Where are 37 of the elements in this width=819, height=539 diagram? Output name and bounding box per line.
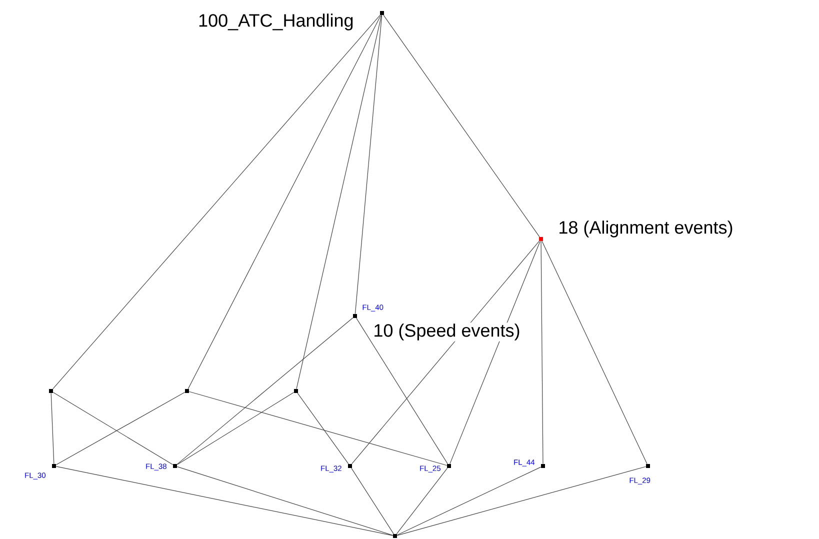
lattice-point (52, 464, 56, 468)
connector-line (354, 14, 382, 314)
connector-line (383, 14, 540, 238)
lattice-point (447, 464, 451, 468)
event-count-label: 10 (Speed events) (372, 322, 522, 342)
lattice-point (646, 464, 650, 468)
lattice-point (348, 464, 352, 468)
connector-line (176, 318, 354, 464)
connector-line (297, 392, 349, 464)
connector-line (450, 240, 540, 464)
connector-line (56, 466, 394, 536)
lattice-point (173, 464, 177, 468)
point-label: 100_ATC_Handling (197, 12, 355, 32)
connector-line (188, 391, 448, 466)
connector-line (188, 14, 382, 390)
lattice-point (393, 534, 397, 538)
connector-line (176, 392, 294, 465)
connector-line (352, 240, 540, 464)
connector-line (52, 14, 380, 390)
lattice-point (353, 314, 357, 318)
connector-line (396, 466, 646, 536)
lattice-point (294, 389, 298, 393)
connector-line (50, 392, 54, 464)
lattice-point (541, 464, 545, 468)
connector-line (176, 466, 394, 536)
connector-line (351, 468, 394, 534)
lattice-point (49, 389, 53, 393)
connector-line (542, 240, 648, 464)
lattice-point (539, 237, 543, 241)
connector-line (396, 468, 448, 534)
lattice-point (380, 11, 384, 15)
connector-line (396, 466, 542, 536)
lattice-point (185, 389, 189, 393)
connector-line (356, 318, 448, 464)
point-label: 18 (Alignment events) (557, 220, 734, 238)
connector-line (296, 14, 382, 390)
connector-line (540, 240, 544, 464)
